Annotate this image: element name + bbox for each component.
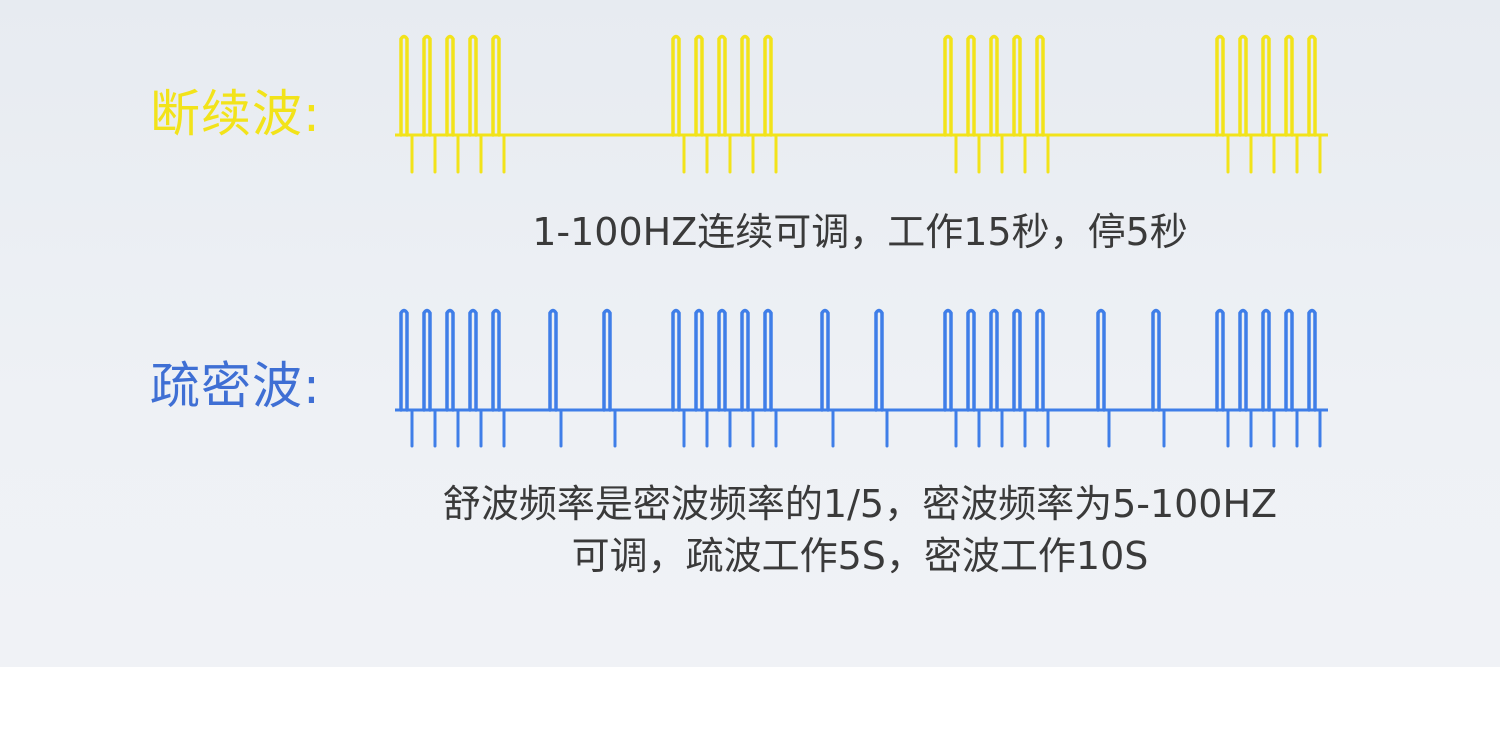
pulse-spike [491,308,506,448]
pulse-spike [602,308,617,448]
dense-sparse-caption-line-2: 可调，疏波工作5S，密波工作10S [571,534,1149,578]
pulse-spike [671,34,686,174]
pulse-spike [671,308,686,448]
pulse-spike [1261,34,1276,174]
pulse-spike [1215,308,1230,448]
intermittent-wave-label: 断续波: [150,85,321,143]
pulse-spike [1035,34,1050,174]
pulse-spike [763,34,778,174]
pulse-spike [422,308,437,448]
pulse-spike [1284,308,1299,448]
pulse-spike [1307,308,1322,448]
pulse-spike [399,308,414,448]
pulse-spike [763,308,778,448]
pulse-spike [1261,308,1276,448]
pulse-spike [989,308,1004,448]
pulse-spike [740,34,755,174]
intermittent-wave-caption: 1-100HZ连续可调，工作15秒，停5秒 [532,210,1188,254]
pulse-spike [1307,34,1322,174]
dense-sparse-waveform [395,308,1328,448]
dense-sparse-wave-caption: 舒波频率是密波频率的1/5，密波频率为5-100HZ 可调，疏波工作5S，密波工… [360,478,1360,582]
pulse-spike [468,34,483,174]
pulse-spike [1238,308,1253,448]
pulse-spike [445,308,460,448]
pulse-spike [943,34,958,174]
dense-sparse-caption-line-1: 舒波频率是密波频率的1/5，密波频率为5-100HZ [442,482,1278,526]
pulse-spike [740,308,755,448]
pulse-spike [989,34,1004,174]
pulse-spike [966,308,981,448]
background-panel [0,0,1500,667]
pulse-spike [1238,34,1253,174]
pulse-spike [966,34,981,174]
pulse-spike [694,34,709,174]
pulse-spike [820,308,835,448]
pulse-spike [1151,308,1166,448]
pulse-spike [717,308,732,448]
pulse-spike [1035,308,1050,448]
pulse-spike [422,34,437,174]
pulse-spike [694,308,709,448]
pulse-spike [1012,34,1027,174]
pulse-spike [717,34,732,174]
pulse-spike [943,308,958,448]
pulse-spike [1096,308,1111,448]
intermittent-waveform [395,34,1328,174]
pulse-spike [491,34,506,174]
dense-sparse-wave-label: 疏密波: [150,357,321,415]
pulse-spike [1215,34,1230,174]
pulse-spike [445,34,460,174]
pulse-spike [468,308,483,448]
pulse-spike [399,34,414,174]
pulse-spike [1012,308,1027,448]
pulse-spike [874,308,889,448]
pulse-spike [548,308,563,448]
pulse-spike [1284,34,1299,174]
